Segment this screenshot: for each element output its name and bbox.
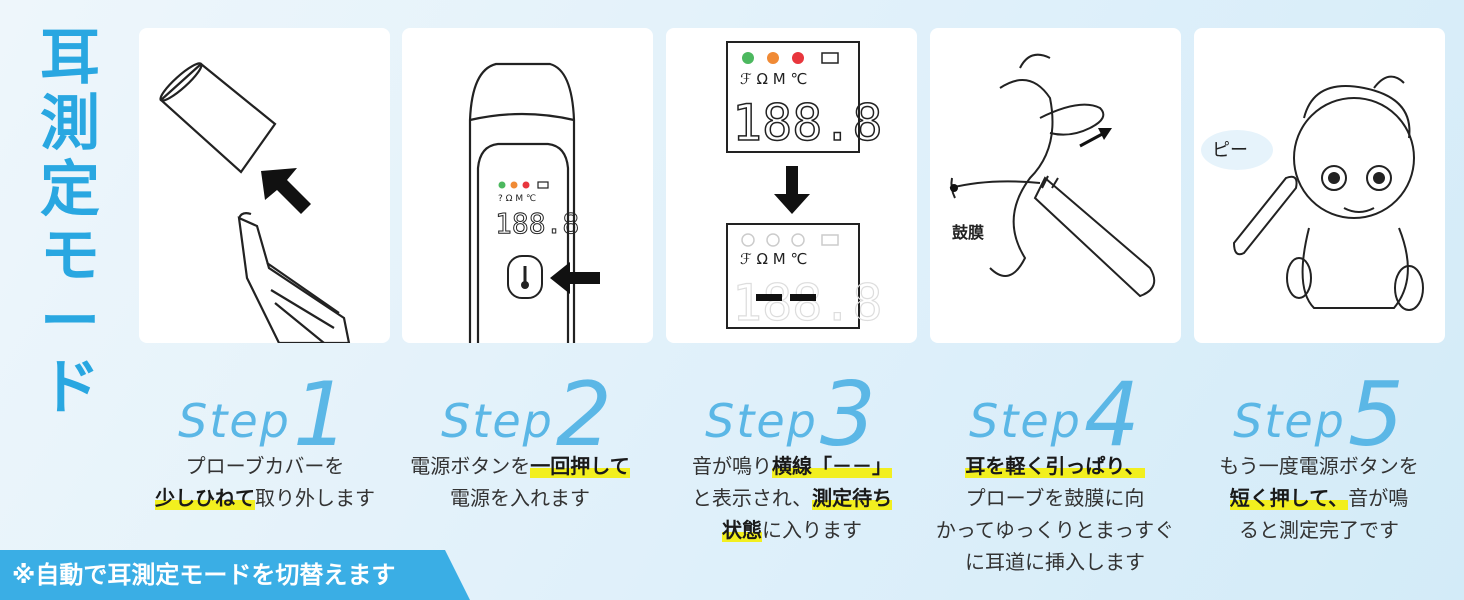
- desc-line: ると測定完了です: [1239, 518, 1399, 542]
- desc-text: と表示され、: [691, 486, 813, 510]
- arrow-up-right-icon: [1079, 128, 1112, 148]
- desc-text: 音が鳴: [1348, 486, 1409, 510]
- desc-line: と表示され、測定待ち: [652, 482, 932, 514]
- title-char: 耳: [40, 23, 100, 93]
- highlight: 短く押して、: [1229, 486, 1349, 510]
- step1-description: プローブカバーを 少しひねて取り外します: [125, 450, 405, 514]
- desc-line: プローブを鼓膜に向: [965, 486, 1145, 510]
- desc-text: 取り外します: [255, 486, 375, 510]
- desc-line: 音が鳴り横線「－－」: [652, 450, 932, 482]
- desc-line: 少しひねて取り外します: [125, 482, 405, 514]
- title-char: モ: [40, 221, 100, 291]
- title-char: ー: [40, 287, 100, 357]
- step3-heading: Step3: [705, 363, 878, 466]
- step2-heading: Step2: [441, 363, 614, 466]
- desc-text: 電源ボタンを: [410, 454, 531, 478]
- battery-icon: [821, 52, 839, 64]
- step5-heading: Step5: [1233, 363, 1406, 466]
- page-title: 耳 測 定 モ ー ド: [30, 28, 110, 424]
- desc-text: 音が鳴り: [692, 454, 772, 478]
- title-char: 定: [40, 155, 100, 225]
- desc-line: もう一度電源ボタンを: [1219, 454, 1419, 478]
- desc-line: 電源を入れます: [450, 486, 590, 510]
- svg-text:ℱ Ω M ℃: ℱ Ω M ℃: [740, 70, 807, 88]
- child-measurement-illustration: ピー: [1201, 75, 1424, 311]
- lcd-readout-faded: 188.8: [732, 274, 883, 332]
- probe-cover-illustration: [159, 62, 351, 343]
- desc-line: に耳道に挿入します: [965, 550, 1145, 574]
- arrow-down-icon: [774, 166, 810, 214]
- step2-description: 電源ボタンを一回押して 電源を入れます: [380, 450, 660, 514]
- lcd-readout: 188.8: [495, 207, 579, 240]
- svg-text:? Ω M ℃: ? Ω M ℃: [498, 194, 536, 204]
- desc-line: かってゆっくりとまっすぐ: [935, 518, 1175, 542]
- step4-heading: Step4: [969, 363, 1142, 466]
- desc-line: プローブカバーを: [185, 454, 345, 478]
- arrow-up-left-icon: [261, 168, 311, 214]
- desc-line: 電源ボタンを一回押して: [380, 450, 660, 482]
- highlight: 測定待ち: [812, 486, 893, 510]
- highlight: 横線「－－」: [772, 454, 892, 478]
- step3-image-card: ℱ Ω M ℃ 188.8 ℱ Ω M ℃ 188.8: [666, 28, 917, 343]
- auto-mode-banner: ※自動で耳測定モードを切替えます: [0, 550, 470, 600]
- title-char: 測: [40, 89, 100, 159]
- svg-text:ℱ Ω M ℃: ℱ Ω M ℃: [740, 250, 807, 268]
- highlight: 少しひねて: [155, 486, 255, 510]
- highlight: 耳を軽く引っぱり、: [965, 454, 1145, 478]
- beep-label: ピー: [1212, 140, 1248, 161]
- thermometer-icon[interactable]: [507, 255, 543, 299]
- arrow-left-icon: [550, 262, 600, 294]
- step2-image-card: ? Ω M ℃ 188.8: [402, 28, 653, 343]
- highlight: 一回押して: [530, 454, 630, 478]
- desc-line: 状態に入ります: [652, 514, 932, 546]
- speech-bubble: [1201, 130, 1273, 170]
- step5-description: もう一度電源ボタンを 短く押して、音が鳴 ると測定完了です: [1179, 450, 1459, 546]
- title-char: ド: [40, 353, 100, 423]
- step1-heading: Step1: [178, 363, 351, 466]
- lcd-readout-full: 188.8: [732, 94, 883, 152]
- ear-insertion-illustration: 鼓膜: [949, 53, 1156, 298]
- step3-description: 音が鳴り横線「－－」 と表示され、測定待ち 状態に入ります: [652, 450, 932, 546]
- desc-line: 耳を軽く引っぱり、: [915, 450, 1195, 482]
- step5-image-card: ピー: [1194, 28, 1445, 343]
- desc-line: 短く押して、音が鳴: [1179, 482, 1459, 514]
- highlight: 状態: [722, 518, 762, 542]
- thermometer-device-illustration: ? Ω M ℃ 188.8: [468, 62, 600, 343]
- step4-description: 耳を軽く引っぱり、 プローブを鼓膜に向 かってゆっくりとまっすぐ に耳道に挿入し…: [915, 450, 1195, 578]
- desc-text: に入ります: [762, 518, 862, 542]
- step1-image-card: [139, 28, 390, 343]
- eardrum-label: 鼓膜: [952, 223, 984, 242]
- display-transition-illustration: ℱ Ω M ℃ 188.8 ℱ Ω M ℃ 188.8: [726, 41, 883, 333]
- step4-image-card: 鼓膜: [930, 28, 1181, 343]
